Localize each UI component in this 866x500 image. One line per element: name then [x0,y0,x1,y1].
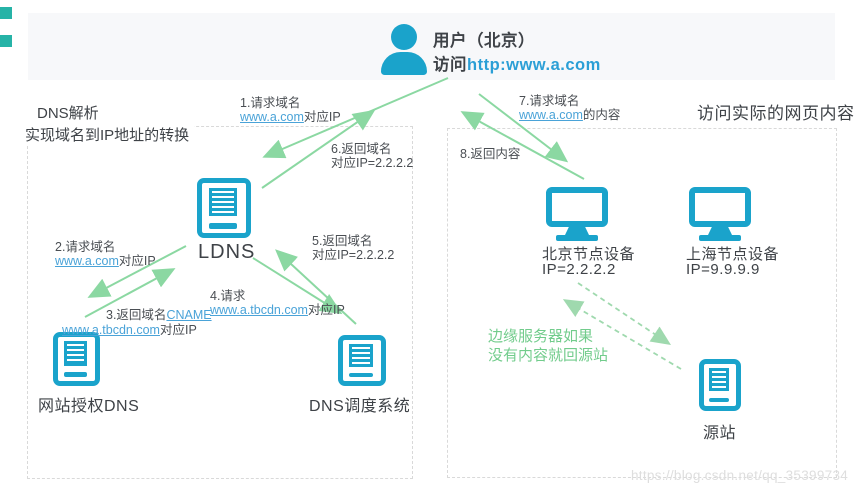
monitor-stand-icon [708,226,732,235]
scheduler-server-icon [338,335,386,386]
origin-label: 源站 [703,425,737,442]
label-step5: 5.返回域名 对应IP=2.2.2.2 [312,234,395,262]
monitor-base-icon [556,235,598,241]
dns-section-box [27,126,413,479]
user-title: 用户（北京） [433,32,535,50]
beijing-node-label: 北京节点设备 [542,246,636,263]
auth-dns-server-icon [53,332,100,386]
beijing-node-ip: IP=2.2.2.2 [542,261,616,278]
ldns-server-icon [197,178,251,238]
beijing-node-monitor-icon [546,187,608,241]
label-step6: 6.返回域名 对应IP=2.2.2.2 [331,142,414,170]
shanghai-node-monitor-icon [689,187,751,241]
server-doc-icon [348,343,373,367]
server-foot-icon [63,372,88,378]
link-www-a-tbcdn-com[interactable]: www.a.tbcdn.com [210,303,308,317]
link-www-a-com[interactable]: www.a.com [55,254,119,268]
corner-square [0,7,12,19]
user-head-icon [391,24,417,50]
shanghai-node-ip: IP=9.9.9.9 [686,261,760,278]
server-foot-icon [208,223,237,229]
label-step2: 2.请求域名 www.a.com对应IP [55,240,156,268]
label-step1: 1.请求域名 www.a.com对应IP [240,96,341,124]
shanghai-node-label: 上海节点设备 [686,246,780,263]
corner-square [0,35,12,47]
auth-dns-label: 网站授权DNS [38,398,140,415]
user-body-icon [381,52,427,75]
server-doc-icon [63,340,88,366]
label-step7: 7.请求域名 www.a.com的内容 [519,94,621,122]
monitor-screen-icon [546,187,608,227]
dns-section-title: DNS解析 [37,105,99,122]
link-www-a-com[interactable]: www.a.com [240,110,304,124]
visit-prefix: 访问 [433,56,467,74]
visit-url[interactable]: http:www.a.com [467,56,601,74]
user-icon [381,24,427,75]
visit-line: 访问http:www.a.com [433,51,601,75]
cdn-section-title: 访问实际的网页内容 [697,104,855,123]
link-cname[interactable]: CNAME [166,308,212,322]
label-step8: 8.返回内容 [460,147,521,161]
monitor-base-icon [699,235,741,241]
watermark-url: https://blog.csdn.net/qq_35399734 [631,468,849,483]
scheduler-label: DNS调度系统 [309,398,411,415]
server-doc-icon [708,367,730,392]
label-step3-line1: 3.返回域名CNAME [106,308,212,322]
dns-section-subtitle: 实现域名到IP地址的转换 [25,124,195,145]
user-banner [28,13,835,80]
server-foot-icon [708,397,730,403]
server-doc-icon [208,187,237,216]
cdn-section-box [447,128,837,478]
monitor-screen-icon [689,187,751,227]
edge-server-note: 边缘服务器如果 没有内容就回源站 [488,328,609,364]
server-foot-icon [348,372,373,378]
link-www-a-tbcdn-com[interactable]: www.a.tbcdn.com [62,323,160,337]
link-www-a-com[interactable]: www.a.com [519,108,583,122]
origin-server-icon [699,359,741,411]
monitor-stand-icon [565,226,589,235]
ldns-label: LDNS [198,241,256,263]
label-step3-line2: www.a.tbcdn.com对应IP [62,323,197,337]
label-step4: 4.请求 www.a.tbcdn.com对应IP [210,289,345,317]
